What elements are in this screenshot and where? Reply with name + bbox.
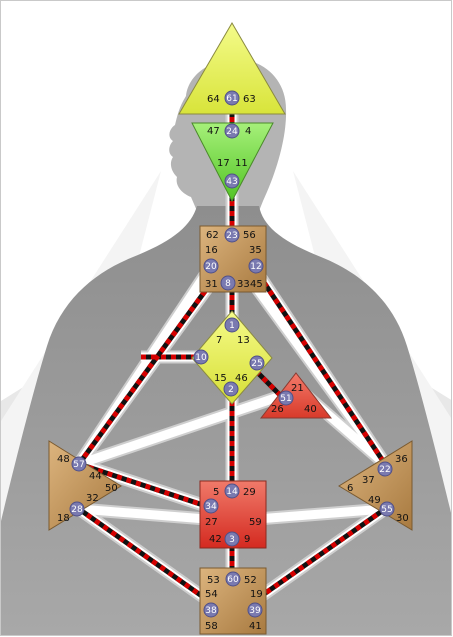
gate-label: 55 (381, 505, 392, 515)
gate-label: 7 (216, 335, 222, 346)
gate-label: 62 (206, 230, 219, 241)
gate-label: 59 (249, 517, 262, 528)
gate-label: 56 (243, 230, 256, 241)
gate-label: 9 (244, 534, 250, 545)
gate-label: 44 (89, 471, 102, 482)
gate-label: 11 (235, 158, 248, 169)
gate-label: 48 (57, 454, 70, 465)
gate-label: 18 (57, 513, 70, 524)
gate-label: 46 (235, 373, 248, 384)
gate-label: 2 (228, 385, 234, 395)
gate-label: 25 (251, 359, 262, 369)
gate-label: 33 (237, 279, 250, 290)
gate-label: 40 (304, 404, 317, 415)
gate-label: 64 (207, 94, 220, 105)
gate-label: 12 (250, 262, 261, 272)
gate-label: 63 (243, 94, 256, 105)
gate-label: 54 (205, 589, 218, 600)
gate-label: 34 (205, 502, 217, 512)
gate-label: 36 (395, 454, 408, 465)
gate-label: 1 (229, 321, 235, 331)
gate-label: 8 (225, 279, 231, 289)
gate-label: 28 (71, 505, 83, 515)
gate-label: 52 (244, 575, 257, 586)
gate-label: 42 (209, 534, 222, 545)
gate-label: 20 (205, 262, 217, 272)
gate-label: 15 (214, 373, 227, 384)
gate-label: 57 (73, 460, 84, 470)
gate-label: 47 (207, 126, 220, 137)
gate-label: 45 (250, 279, 263, 290)
gate-label: 13 (237, 335, 250, 346)
gate-label: 23 (226, 231, 237, 241)
gate-label: 14 (226, 487, 238, 497)
gate-label: 24 (226, 127, 238, 137)
gate-label: 19 (250, 589, 263, 600)
gate-label: 5 (213, 487, 219, 498)
gate-label: 49 (368, 495, 381, 506)
gate-label: 17 (217, 158, 230, 169)
gate-label: 4 (245, 126, 251, 137)
gate-label: 60 (227, 575, 239, 585)
gate-label: 3 (229, 535, 235, 545)
gate-label: 21 (291, 383, 304, 394)
gate-label: 41 (249, 621, 262, 632)
gate-label: 31 (205, 279, 218, 290)
gate-label: 6 (347, 483, 353, 494)
gate-label: 50 (105, 483, 118, 494)
gate-label: 61 (226, 94, 237, 104)
gate-label: 16 (205, 245, 218, 256)
gate-label: 37 (362, 475, 375, 486)
gate-label: 39 (249, 606, 261, 616)
gate-label: 32 (86, 493, 99, 504)
gate-label: 22 (379, 465, 390, 475)
gate-label: 51 (280, 394, 291, 404)
gate-label: 35 (249, 245, 262, 256)
gate-label: 30 (396, 513, 409, 524)
gate-label: 26 (271, 404, 284, 415)
gate-label: 58 (205, 621, 218, 632)
gate-label: 43 (226, 177, 237, 187)
gate-label: 10 (195, 353, 207, 363)
gate-label: 27 (205, 517, 218, 528)
gate-label: 29 (243, 487, 256, 498)
gate-label: 38 (205, 606, 217, 616)
gate-label: 53 (207, 575, 220, 586)
